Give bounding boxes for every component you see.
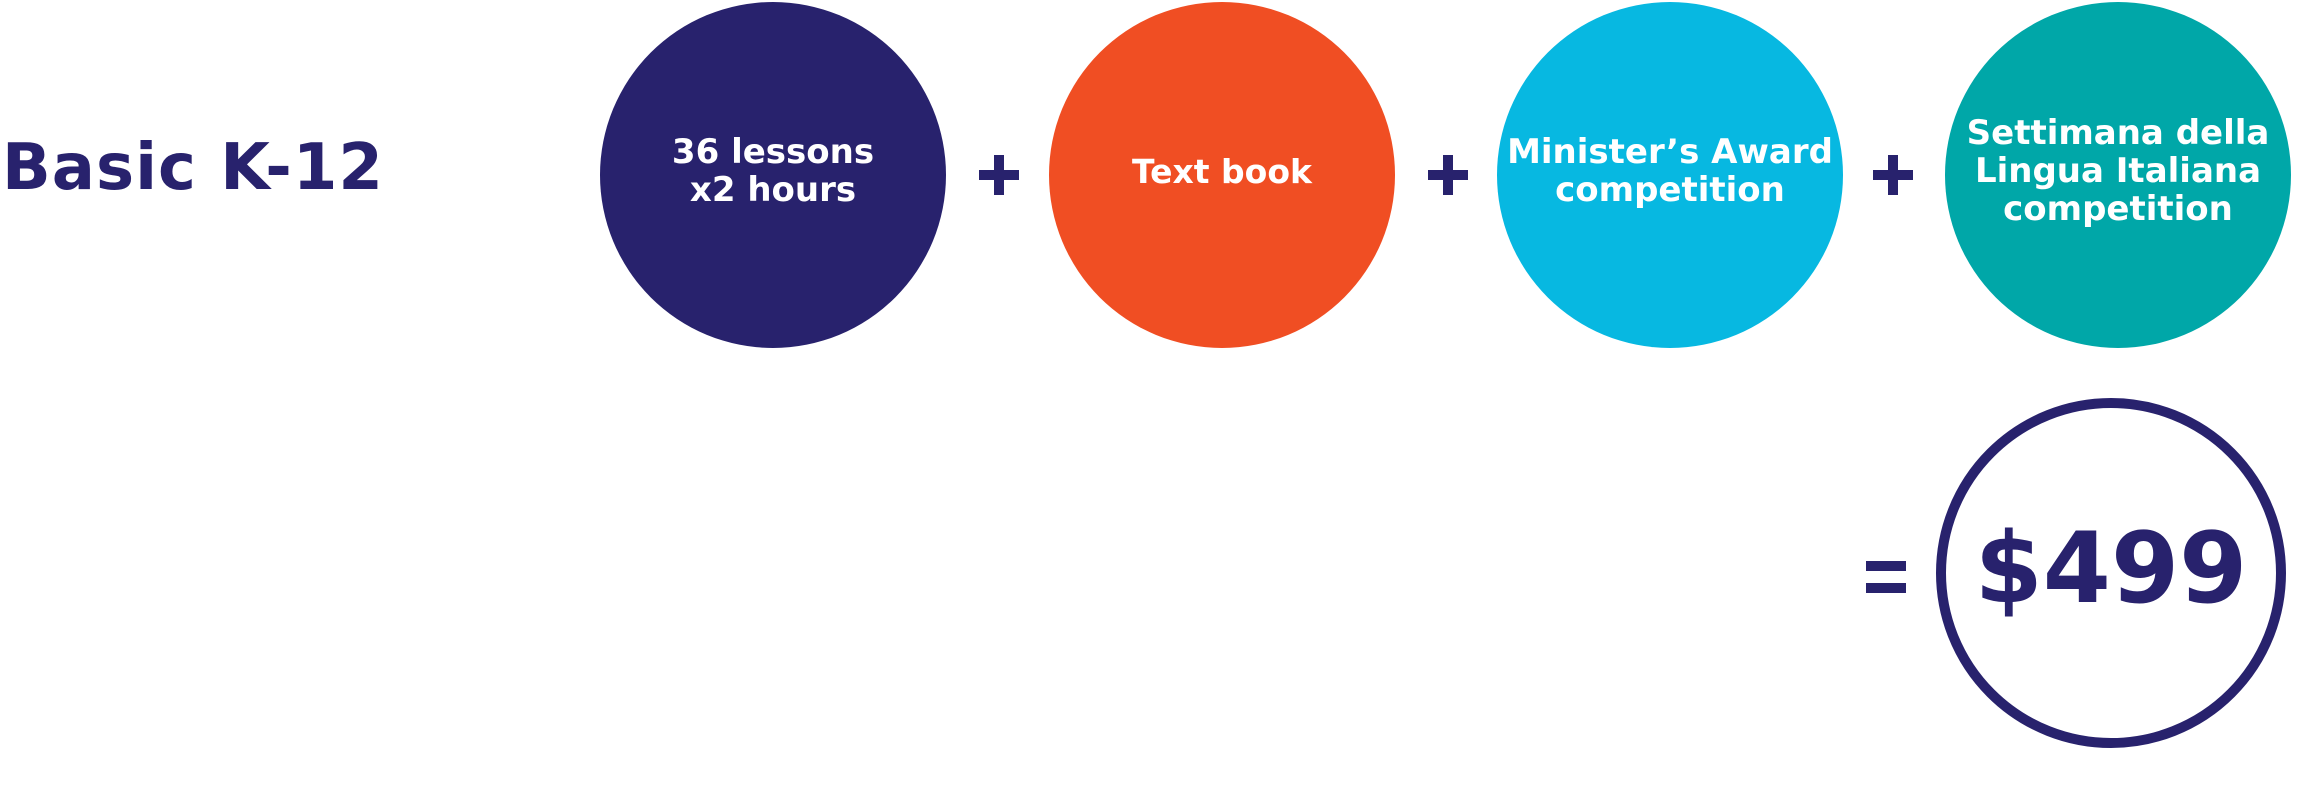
settimana-label: Settimana della Lingua Italiana competit…	[1966, 113, 2270, 229]
textbook-circle: Text book	[1049, 2, 1395, 348]
plus-icon	[1428, 155, 1468, 195]
ministers-award-circle: Minister’s Award competition	[1497, 2, 1843, 348]
plus-icon	[979, 155, 1019, 195]
lessons-circle: 36 lessons x2 hours	[600, 2, 946, 348]
page-title: Basic K-12	[2, 131, 384, 205]
textbook-label: Text book	[1132, 152, 1312, 191]
equals-icon	[1866, 561, 1906, 593]
lessons-label: 36 lessons x2 hours	[671, 132, 875, 210]
plus-icon	[1873, 155, 1913, 195]
settimana-circle: Settimana della Lingua Italiana competit…	[1945, 2, 2291, 348]
price-value: $499	[1974, 512, 2248, 626]
ministers-award-label: Minister’s Award competition	[1507, 132, 1833, 210]
price-circle: $499	[1936, 398, 2286, 748]
